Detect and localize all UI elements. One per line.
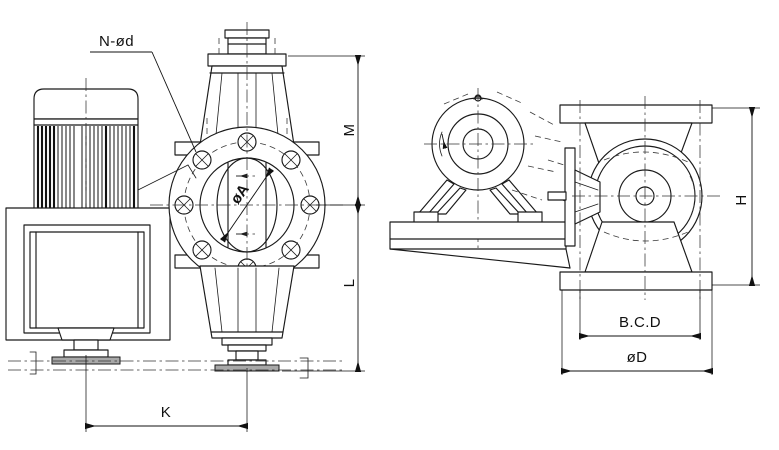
bolt-hole: [281, 150, 301, 170]
support-leg-left-inner: [435, 187, 467, 215]
foot-plate-right-upper: [221, 337, 273, 346]
valve-flange-face: [150, 22, 345, 372]
side-view: [389, 88, 722, 300]
foot-plate-right-mid: [227, 344, 267, 352]
motor-front: [33, 78, 139, 360]
bolt-hole: [192, 150, 212, 170]
valve-lower-body: [199, 265, 295, 339]
leg-pad-right: [517, 211, 543, 224]
rotation-arrow: [441, 133, 448, 149]
dimension-label-BCD: B.C.D: [619, 314, 661, 331]
front-view: N-ød øA: [5, 22, 345, 379]
dimension-K: K: [85, 355, 248, 432]
motor-end-view: [413, 88, 543, 248]
bolt-hole: [281, 240, 301, 260]
base-rail-perspective-1: [389, 248, 571, 269]
dimension-M-L: M L: [282, 55, 365, 372]
dimension-label-L: L: [341, 279, 358, 288]
base-rail: [389, 221, 571, 269]
gearbox-housing-front: [5, 207, 171, 341]
leg-pad-left: [413, 211, 439, 224]
gearbox-cover-plate: [29, 231, 145, 329]
actuator-stub-shaft: [547, 191, 567, 201]
foot-stem-right: [235, 350, 259, 361]
callout-branch-line-2: [187, 164, 197, 179]
actuator-mount-gusset: [574, 169, 601, 225]
valve-side-view: [547, 96, 722, 300]
bolt-callout-label: N-ød: [99, 33, 134, 50]
rotation-arc: [439, 131, 443, 157]
dimension-label-M: M: [341, 124, 358, 137]
dimension-H: H: [712, 107, 760, 286]
base-rail-front: [389, 221, 567, 240]
mounting-foot-left: [29, 339, 121, 375]
bolt-callout-leader: N-ød: [90, 33, 197, 153]
foot-stem-left: [73, 339, 99, 351]
top-flange-bar: [559, 104, 713, 124]
gearbox-base-taper: [57, 327, 115, 341]
mounting-foot-right: [214, 337, 309, 379]
dimension-BCD: B.C.D: [579, 290, 701, 340]
dimension-label-H: H: [733, 194, 750, 205]
base-rail-perspective-2: [565, 248, 571, 269]
bolt-hole: [192, 240, 212, 260]
dimension-label-D: øD: [627, 349, 648, 366]
dimension-flange-diameter: øD: [561, 290, 713, 375]
callout-branch-line: [137, 164, 189, 191]
dimension-label-K: K: [161, 404, 171, 421]
support-leg-right-inner: [489, 187, 521, 215]
bottom-flange-bar: [559, 271, 713, 291]
valve-lower-taper: [199, 265, 295, 339]
valve-lower-taper-side: [584, 221, 693, 273]
motor-cooling-fins: [36, 126, 136, 208]
